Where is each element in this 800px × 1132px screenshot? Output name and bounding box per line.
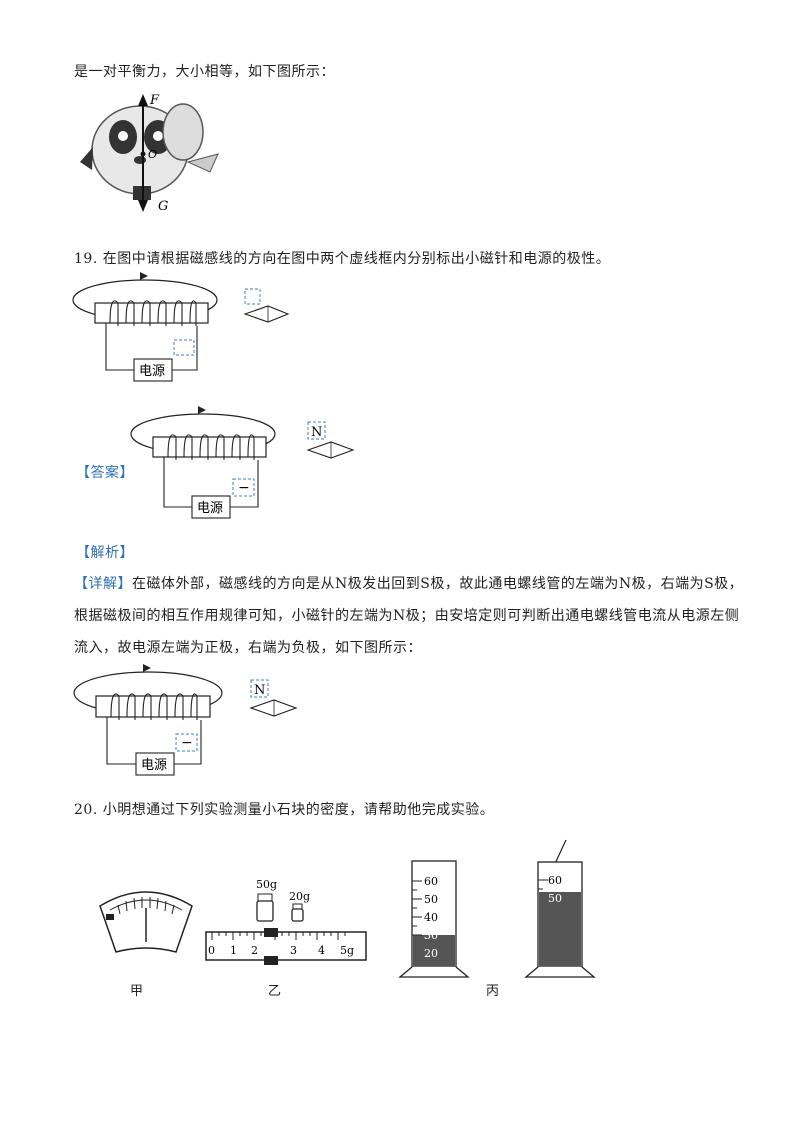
balance-beam-figure: 50g 20g 0 1 2 3 4 5g [205, 878, 367, 965]
graduated-cylinder-2: ml 60 50 [524, 839, 596, 978]
analysis-line-2: 根据磁极间的相互作用规律可知，小磁针的左端为N极；由安培定则可判断出通电螺线管电… [74, 608, 740, 624]
label-bing: 丙 [486, 984, 500, 999]
graduated-cylinder-1: ml 60 50 40 30 20 [398, 859, 470, 978]
q20-number: 20. [74, 802, 98, 818]
analysis-power-label: 电源 [141, 758, 167, 773]
intro-text: 是一对平衡力，大小相等，如下图所示： [74, 64, 335, 80]
answer-solenoid-diagram: 电源 − N [130, 406, 355, 519]
cyl1-tick-40: 40 [424, 911, 438, 924]
analysis-line-3: 流入，故电源左端为正极，右端为负极，如下图所示： [74, 640, 422, 656]
cyl1-tick-20: 20 [424, 947, 438, 960]
dial-scale-figure [99, 891, 193, 953]
force-label-g: G [158, 199, 168, 214]
cyl1-tick-60: 60 [424, 875, 438, 888]
analysis-line-1: 【详解】在磁体外部，磁感线的方向是从N极发出回到S极，故此通电螺线管的左端为N极… [74, 574, 743, 594]
weight-50g-label: 50g [256, 878, 277, 891]
point-label-o: O [148, 148, 157, 161]
analysis-magnet-pole: N [254, 683, 265, 698]
tick-4: 4 [318, 944, 325, 957]
label-yi: 乙 [268, 984, 282, 999]
q19-text: 在图中请根据磁感线的方向在图中两个虚线框内分别标出小磁针和电源的极性。 [102, 251, 611, 267]
detail-tag: 【详解】 [74, 576, 132, 592]
q20-text: 小明想通过下列实验测量小石块的密度，请帮助他完成实验。 [102, 802, 495, 818]
analysis-solenoid-diagram: 电源 − N [73, 664, 298, 776]
tick-1: 1 [230, 944, 237, 957]
analysis-tag: 【解析】 [76, 545, 134, 561]
analysis-line-1-text: 在磁体外部，磁感线的方向是从N极发出回到S极，故此通电螺线管的左端为N极，右端为… [132, 576, 744, 592]
q19-solenoid-diagram: 电源 [72, 272, 290, 382]
cyl1-tick-50: 50 [424, 893, 438, 906]
q20-prompt: 20. 小明想通过下列实验测量小石块的密度，请帮助他完成实验。 [74, 800, 494, 820]
answer-tag: 【答案】 [76, 465, 134, 481]
label-jia: 甲 [130, 984, 144, 999]
mascot-force-figure: F O G [80, 93, 219, 214]
tick-0: 0 [208, 944, 215, 957]
cyl2-tick-60: 60 [548, 874, 562, 887]
cyl1-tick-30: 30 [424, 929, 438, 942]
tick-5g: 5g [340, 944, 354, 957]
weight-20g-label: 20g [289, 890, 310, 903]
analysis-power-pole: − [181, 735, 193, 751]
answer-power-label: 电源 [197, 501, 223, 516]
q19-number: 19. [74, 251, 98, 267]
tick-2: 2 [251, 944, 258, 957]
tick-3: 3 [290, 944, 297, 957]
force-label-f: F [149, 93, 160, 108]
answer-power-pole: − [238, 480, 250, 496]
q19-prompt: 19. 在图中请根据磁感线的方向在图中两个虚线框内分别标出小磁针和电源的极性。 [74, 249, 610, 269]
cyl2-tick-50: 50 [548, 892, 562, 905]
answer-magnet-pole: N [311, 425, 322, 440]
q19-power-label: 电源 [139, 364, 165, 379]
